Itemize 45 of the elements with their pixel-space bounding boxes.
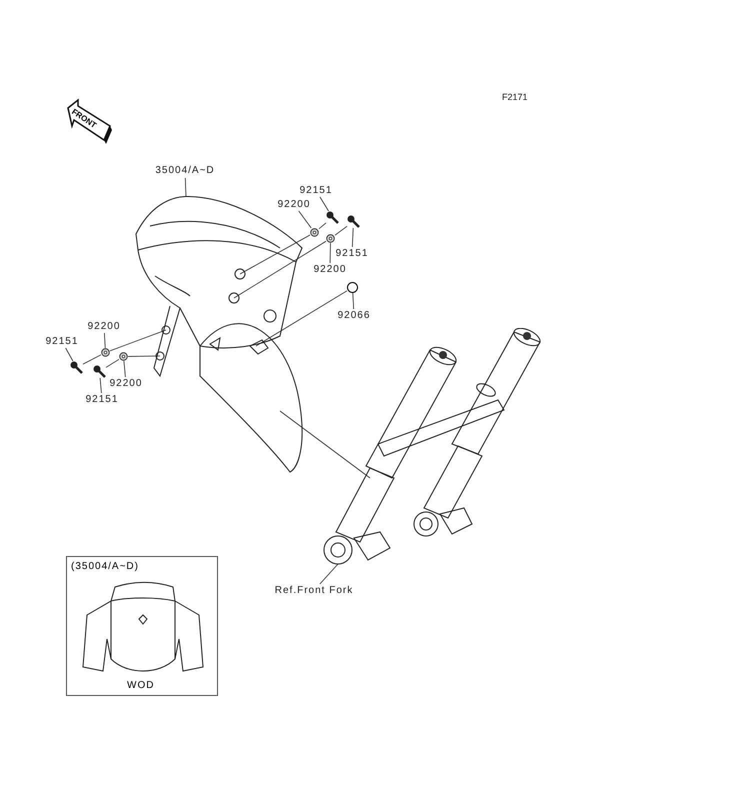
leader-line bbox=[234, 240, 326, 298]
bolt-icon bbox=[347, 215, 360, 228]
callout-number: 92200 bbox=[312, 263, 348, 276]
washer-icon bbox=[119, 352, 128, 361]
leader-line bbox=[184, 178, 186, 198]
leader-line bbox=[318, 222, 326, 230]
callout-number: 92200 bbox=[108, 377, 144, 390]
callout-number: 92151 bbox=[84, 393, 120, 406]
leader-line bbox=[334, 226, 348, 236]
callout-number: 92066 bbox=[336, 309, 372, 322]
callout-number: 92200 bbox=[276, 198, 312, 211]
variant-code: WOD bbox=[127, 679, 154, 693]
part-number: 35004/A~D bbox=[150, 164, 220, 178]
bolt-icon bbox=[326, 211, 339, 224]
bolt-icon bbox=[70, 361, 83, 374]
leader-line bbox=[352, 292, 354, 310]
callout-number: 92151 bbox=[334, 247, 370, 260]
washer-icon bbox=[101, 348, 110, 357]
leader-line bbox=[65, 348, 74, 362]
cap-icon bbox=[347, 282, 358, 293]
reference-label: Ref.Front Fork bbox=[268, 584, 360, 597]
figure-code: F2171 bbox=[502, 91, 528, 104]
washer-icon bbox=[310, 228, 319, 237]
leader-line bbox=[280, 410, 370, 478]
callout-number: 92200 bbox=[86, 320, 122, 333]
leader-line bbox=[106, 358, 120, 368]
leader-line bbox=[319, 564, 338, 584]
inset-heading: (35004/A~D) bbox=[71, 560, 139, 574]
leader-line bbox=[320, 196, 329, 212]
leader-line bbox=[298, 210, 312, 228]
bolt-icon bbox=[93, 365, 106, 378]
inset-panel bbox=[66, 556, 218, 696]
leader-line bbox=[82, 354, 102, 365]
callout-number: 92151 bbox=[44, 335, 80, 348]
leader-line bbox=[240, 234, 310, 274]
leader-line bbox=[104, 332, 106, 348]
leader-line bbox=[100, 378, 102, 394]
leader-line bbox=[110, 330, 166, 352]
washer-icon bbox=[326, 234, 335, 243]
leader-line bbox=[256, 290, 348, 346]
callout-number: 92151 bbox=[298, 184, 334, 197]
leader-line bbox=[128, 356, 160, 357]
leader-line bbox=[330, 242, 331, 264]
leader-line bbox=[352, 228, 354, 248]
leader-line bbox=[124, 360, 126, 378]
